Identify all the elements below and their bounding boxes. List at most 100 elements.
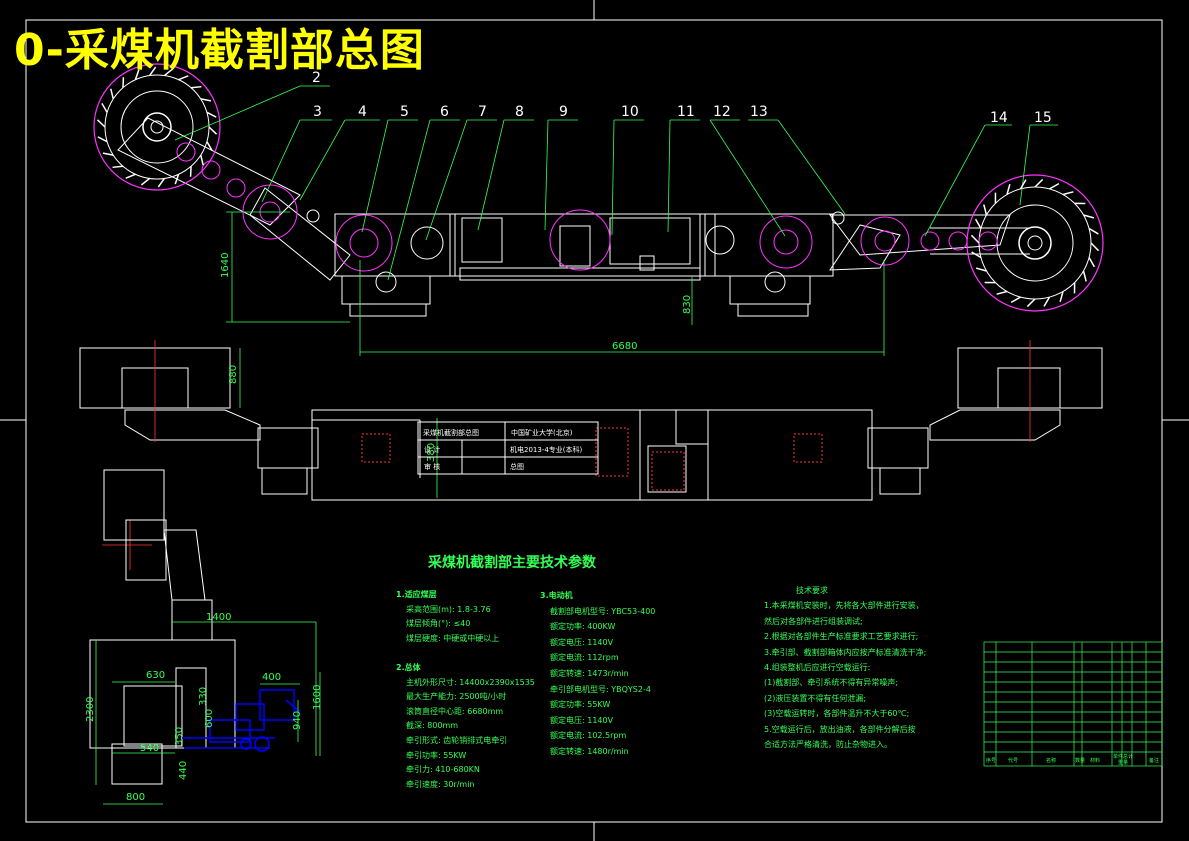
cutter-pick-left [125, 173, 136, 179]
param-line: 额定功率: 55KW [550, 700, 611, 710]
cutter-pick-right [996, 290, 1008, 295]
side-dimensions [95, 621, 321, 805]
technical-requirements: 技术要求 1.本采煤机安装时，先将各大部件进行安装， 然后对各部件进行组装调试;… [764, 583, 926, 752]
plan-dimension-text: 880 380 [228, 365, 437, 462]
cutter-pick-right [1010, 296, 1021, 304]
cutter-pick-left [200, 98, 212, 102]
dim-400: 400 [262, 672, 281, 683]
param-line: 额定电压: 1140V [550, 637, 614, 647]
param-line: 采高范围(m): 1.8-3.76 [406, 604, 491, 614]
param-line: 牵引力: 410-680KN [406, 765, 480, 775]
cutter-pick-left [140, 177, 151, 186]
param-line: 额定电压: 1140V [550, 715, 614, 725]
cutter-pick-left [101, 102, 108, 113]
tech-line: (2)液压装置不得有任何泄漏; [764, 693, 867, 703]
drawing-title-block: 采煤机截割部总图 中国矿业大学(北京) 设 计 机电2013-4专业(本科) 审… [417, 421, 599, 475]
bom-headers: 序号 代号 名称 数量 材料 单件 总计 重量 备注 [986, 753, 1159, 766]
tech-line: 4.组装整机后应进行空载运行: [764, 663, 871, 673]
part-labels: 2 3 4 5 6 7 8 9 10 11 12 13 14 15 [312, 70, 1052, 126]
tb-row3-right: 总图 [510, 462, 524, 471]
part-number-2: 2 [312, 70, 321, 86]
param-line: 牵引功率: 55KW [406, 750, 467, 760]
cutter-pick-left [102, 152, 114, 156]
side-dimension-text: 1400 630 400 600 350 540 440 800 2300 16… [85, 612, 323, 803]
bom-h-7: 重量 [1118, 759, 1128, 766]
dim-880: 880 [228, 365, 239, 384]
bom-h-0: 序号 [986, 757, 996, 764]
tech-title: 技术要求 [796, 586, 828, 595]
dim-800: 800 [126, 792, 145, 803]
part-number-4: 4 [358, 104, 367, 120]
cutter-pick-right [1059, 291, 1064, 303]
dim-630: 630 [146, 670, 165, 681]
cutter-pick-left [134, 69, 140, 80]
front-dimensions [226, 211, 885, 356]
side-view [89, 469, 236, 785]
tb-row2-right: 机电2013-4专业(本科) [510, 445, 583, 454]
tech-line: 1.本采煤机安装时，先将各大部件进行安装， [764, 601, 924, 611]
drawing-title: 0-采煤机截割部总图 [14, 25, 425, 76]
cutter-pick-left [110, 88, 114, 100]
cutter-pick-right [1088, 227, 1099, 235]
bom-h-1: 代号 [1008, 757, 1018, 764]
tech-line: (1)截割部、牵引系统不得有异常噪声; [764, 678, 899, 688]
cutter-pick-left [97, 136, 108, 143]
part-number-7: 7 [478, 104, 487, 120]
cutter-pick-left [157, 178, 166, 188]
dim-1600: 1600 [312, 685, 323, 710]
param-line: 煤层倾角(°): ≤40 [406, 619, 471, 629]
cutter-pick-left [178, 75, 189, 81]
bom-h-5: 单件 [1113, 753, 1123, 760]
part-number-13: 13 [750, 104, 768, 120]
cutter-pick-left [206, 141, 213, 152]
param-line: 额定电流: 102.5rpm [550, 731, 627, 741]
dim-1400: 1400 [206, 612, 231, 623]
param-line: 主机外形尺寸: 14400x2390x1535 [406, 677, 535, 687]
bom-h-4: 材料 [1090, 757, 1100, 764]
cutter-pick-right [975, 267, 987, 272]
part-number-8: 8 [515, 104, 524, 120]
cutter-pick-right [1043, 296, 1051, 307]
bom-h-2: 名称 [1046, 757, 1056, 764]
part-number-10: 10 [621, 104, 639, 120]
param-line: 牵引速度: 30r/min [406, 779, 475, 789]
tech-line: 合适方法严格清洗，防止杂物进入。 [764, 740, 892, 750]
param-line: 滚筒直径中心距: 6680mm [406, 706, 504, 716]
params-title: 采煤机截割部主要技术参数 [428, 555, 596, 571]
dim-1640: 1640 [220, 253, 231, 278]
cutter-pick-left [96, 119, 106, 128]
param-line: 截深: 800mm [406, 721, 459, 731]
tech-line: 3.牵引部、截割部箱体内应按产标准清洗干净; [764, 647, 927, 657]
cutter-pick-right [974, 218, 982, 229]
dim-440: 440 [178, 761, 189, 780]
param-line: 额定转速: 1473r/min [550, 668, 629, 678]
param-line: 2.总体 [396, 662, 421, 672]
param-line: 3.电动机 [540, 591, 573, 600]
dim-2300: 2300 [85, 697, 96, 722]
cutter-pick-left [190, 85, 202, 89]
part-number-9: 9 [559, 104, 568, 120]
bom-h-3: 数量 [1075, 757, 1085, 764]
cutter-pick-right [1090, 242, 1100, 252]
cutter-pick-right [1026, 298, 1036, 308]
cutter-pick-right [1082, 270, 1087, 282]
plan-red-parts [361, 427, 823, 491]
dim-330: 330 [198, 687, 209, 706]
params-column-2: 3.电动机 截割部电机型号: YBC53-400 额定功率: 400KW 额定电… [540, 588, 655, 760]
cutter-pick-right [1062, 191, 1074, 196]
dim-350: 350 [174, 727, 185, 746]
leaders [174, 85, 1058, 281]
cutter-pick-right [1019, 179, 1027, 190]
front-dimension-text: 1640 830 6680 [220, 253, 693, 352]
part-number-14: 14 [990, 110, 1008, 126]
cutter-pick-left [112, 165, 124, 169]
tech-line: 5.空载运行后，放出油液，各部件分解后按 [764, 724, 916, 734]
dim-380: 380 [426, 443, 437, 462]
part-number-6: 6 [440, 104, 449, 120]
param-line: 额定转速: 1480r/min [550, 746, 629, 756]
cutter-pick-right [1006, 183, 1011, 195]
front-view [117, 117, 1030, 317]
cutter-pick-left [206, 111, 217, 118]
part-number-11: 11 [677, 104, 695, 120]
